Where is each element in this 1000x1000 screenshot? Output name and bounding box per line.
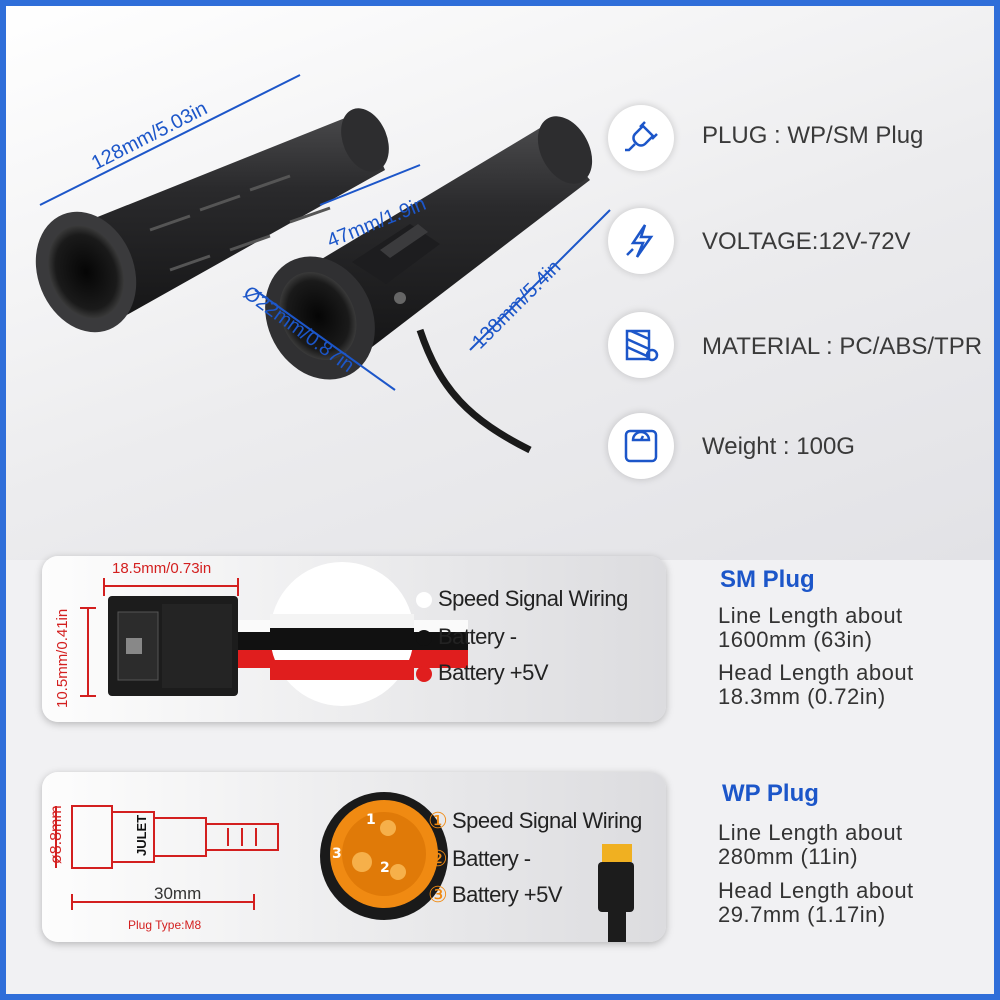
dimension-lines xyxy=(39,74,611,391)
wp-wire-battery-plus: Battery +5V xyxy=(452,882,563,907)
sm-plug-title: SM Plug xyxy=(720,566,815,593)
sm-head-length-label: Head Length about xyxy=(718,660,914,685)
wp-line-length-label: Line Length about xyxy=(718,820,903,845)
spec-plug: PLUG : WP/SM Plug xyxy=(702,122,924,149)
material-roll-icon xyxy=(608,312,674,378)
wp-head-length-label: Head Length about xyxy=(718,878,914,903)
sm-wire-speed: Speed Signal Wiring xyxy=(438,586,628,611)
sm-line-length-label: Line Length about xyxy=(718,603,903,628)
wp-plug-diagram xyxy=(55,792,634,942)
sm-line-length-value: 1600mm (63in) xyxy=(718,627,873,652)
throttle-grip xyxy=(265,116,593,454)
wp-plug-panel: ø8.8mm 30mm Plug Type:M8 JULET 1 2 3 ① S… xyxy=(42,772,666,942)
wp-plug-title: WP Plug xyxy=(722,780,819,807)
pin-3-label: 3 xyxy=(332,846,342,862)
wp-wire-3-number: ③ xyxy=(428,882,448,907)
pin-1-label: 1 xyxy=(366,812,376,828)
wp-head-length-value: 29.7mm (1.17in) xyxy=(718,902,886,927)
sm-width-dim: 18.5mm/0.73in xyxy=(112,560,212,577)
spec-voltage: VOLTAGE:12V-72V xyxy=(702,228,911,255)
pin-2-label: 2 xyxy=(380,860,390,876)
sm-wire-battery-minus: Battery - xyxy=(438,624,517,649)
wp-wire-1-number: ① xyxy=(428,808,448,833)
sm-plug-diagram xyxy=(80,562,468,706)
sm-wire-battery-plus: Battery +5V xyxy=(438,660,549,685)
scale-icon xyxy=(608,413,674,479)
wp-diameter-dim: ø8.8mm xyxy=(48,805,65,864)
sm-head-length-value: 18.3mm (0.72in) xyxy=(718,684,886,709)
sm-plug-panel: 18.5mm/0.73in 10.5mm/0.41in Speed Signal… xyxy=(42,556,666,722)
lightning-icon xyxy=(608,208,674,274)
handle-grip xyxy=(35,108,389,333)
wp-length-dim: 30mm xyxy=(154,884,202,903)
wp-wire-2-number: ② xyxy=(428,846,448,871)
spec-material: MATERIAL : PC/ABS/TPR xyxy=(702,333,983,360)
product-illustration xyxy=(35,74,611,454)
wp-plug-type: Plug Type:M8 xyxy=(128,918,202,932)
plug-icon xyxy=(608,105,674,171)
wp-line-length-value: 280mm (11in) xyxy=(718,844,859,869)
sm-height-dim: 10.5mm/0.41in xyxy=(54,608,71,708)
wp-wire-speed: Speed Signal Wiring xyxy=(452,808,642,833)
julet-brand-text: JULET xyxy=(134,814,149,856)
wp-wire-battery-minus: Battery - xyxy=(452,846,531,871)
spec-weight: Weight : 100G xyxy=(702,433,855,460)
